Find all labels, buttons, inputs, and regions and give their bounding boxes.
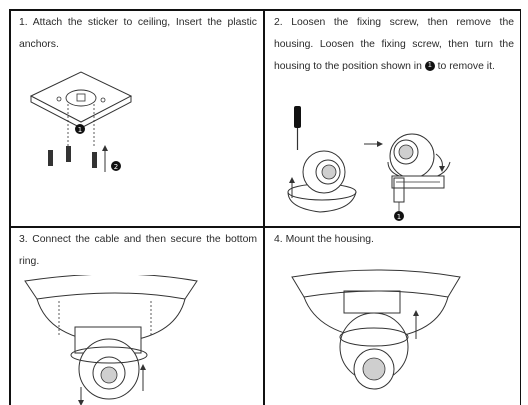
grid-top-border <box>9 9 521 11</box>
instruction-grid: 1. Attach the sticker to ceiling, Insert… <box>9 9 521 405</box>
step-2-text: 2. Loosen the fixing screw, then remove … <box>274 12 514 78</box>
step-1-cell: 1. Attach the sticker to ceiling, Insert… <box>19 12 257 222</box>
grid-vertical-divider <box>263 9 265 405</box>
step-1-text: 1. Attach the sticker to ceiling, Insert… <box>19 12 257 56</box>
svg-text:2: 2 <box>114 163 118 171</box>
svg-text:1: 1 <box>78 126 82 134</box>
step-3-number: 3. <box>19 234 28 245</box>
step-2-cell: 2. Loosen the fixing screw, then remove … <box>274 12 514 222</box>
screwdriver-icon <box>294 106 301 150</box>
callout-2-icon: 2 <box>111 161 121 171</box>
step-1-description: Attach the sticker to ceiling, Insert th… <box>19 17 257 50</box>
step-4-cell: 4. Mount the housing. <box>274 229 514 405</box>
step-1-illustration: 1 2 <box>19 62 144 192</box>
step-3-illustration <box>19 275 209 405</box>
svg-text:1: 1 <box>397 213 401 221</box>
step-2-description-end: to remove it. <box>438 61 495 72</box>
step-2-illustration: 1 <box>284 102 474 222</box>
grid-horizontal-divider <box>9 226 521 228</box>
callout-1-icon: 1 <box>75 124 85 134</box>
step-3-description: Connect the cable and then secure the bo… <box>19 234 257 267</box>
step-3-text: 3. Connect the cable and then secure the… <box>19 229 257 273</box>
grid-right-border <box>520 9 522 405</box>
grid-left-border <box>9 9 11 405</box>
step-4-text: 4. Mount the housing. <box>274 229 514 251</box>
step-4-illustration <box>288 257 468 405</box>
callout-1-icon: 1 <box>394 211 404 221</box>
step-2-number: 2. <box>274 17 283 28</box>
step-4-description: Mount the housing. <box>286 234 374 245</box>
step-4-number: 4. <box>274 234 283 245</box>
step-3-cell: 3. Connect the cable and then secure the… <box>19 229 257 405</box>
step-1-number: 1. <box>19 17 28 28</box>
inline-callout-icon: 1 <box>425 61 435 71</box>
